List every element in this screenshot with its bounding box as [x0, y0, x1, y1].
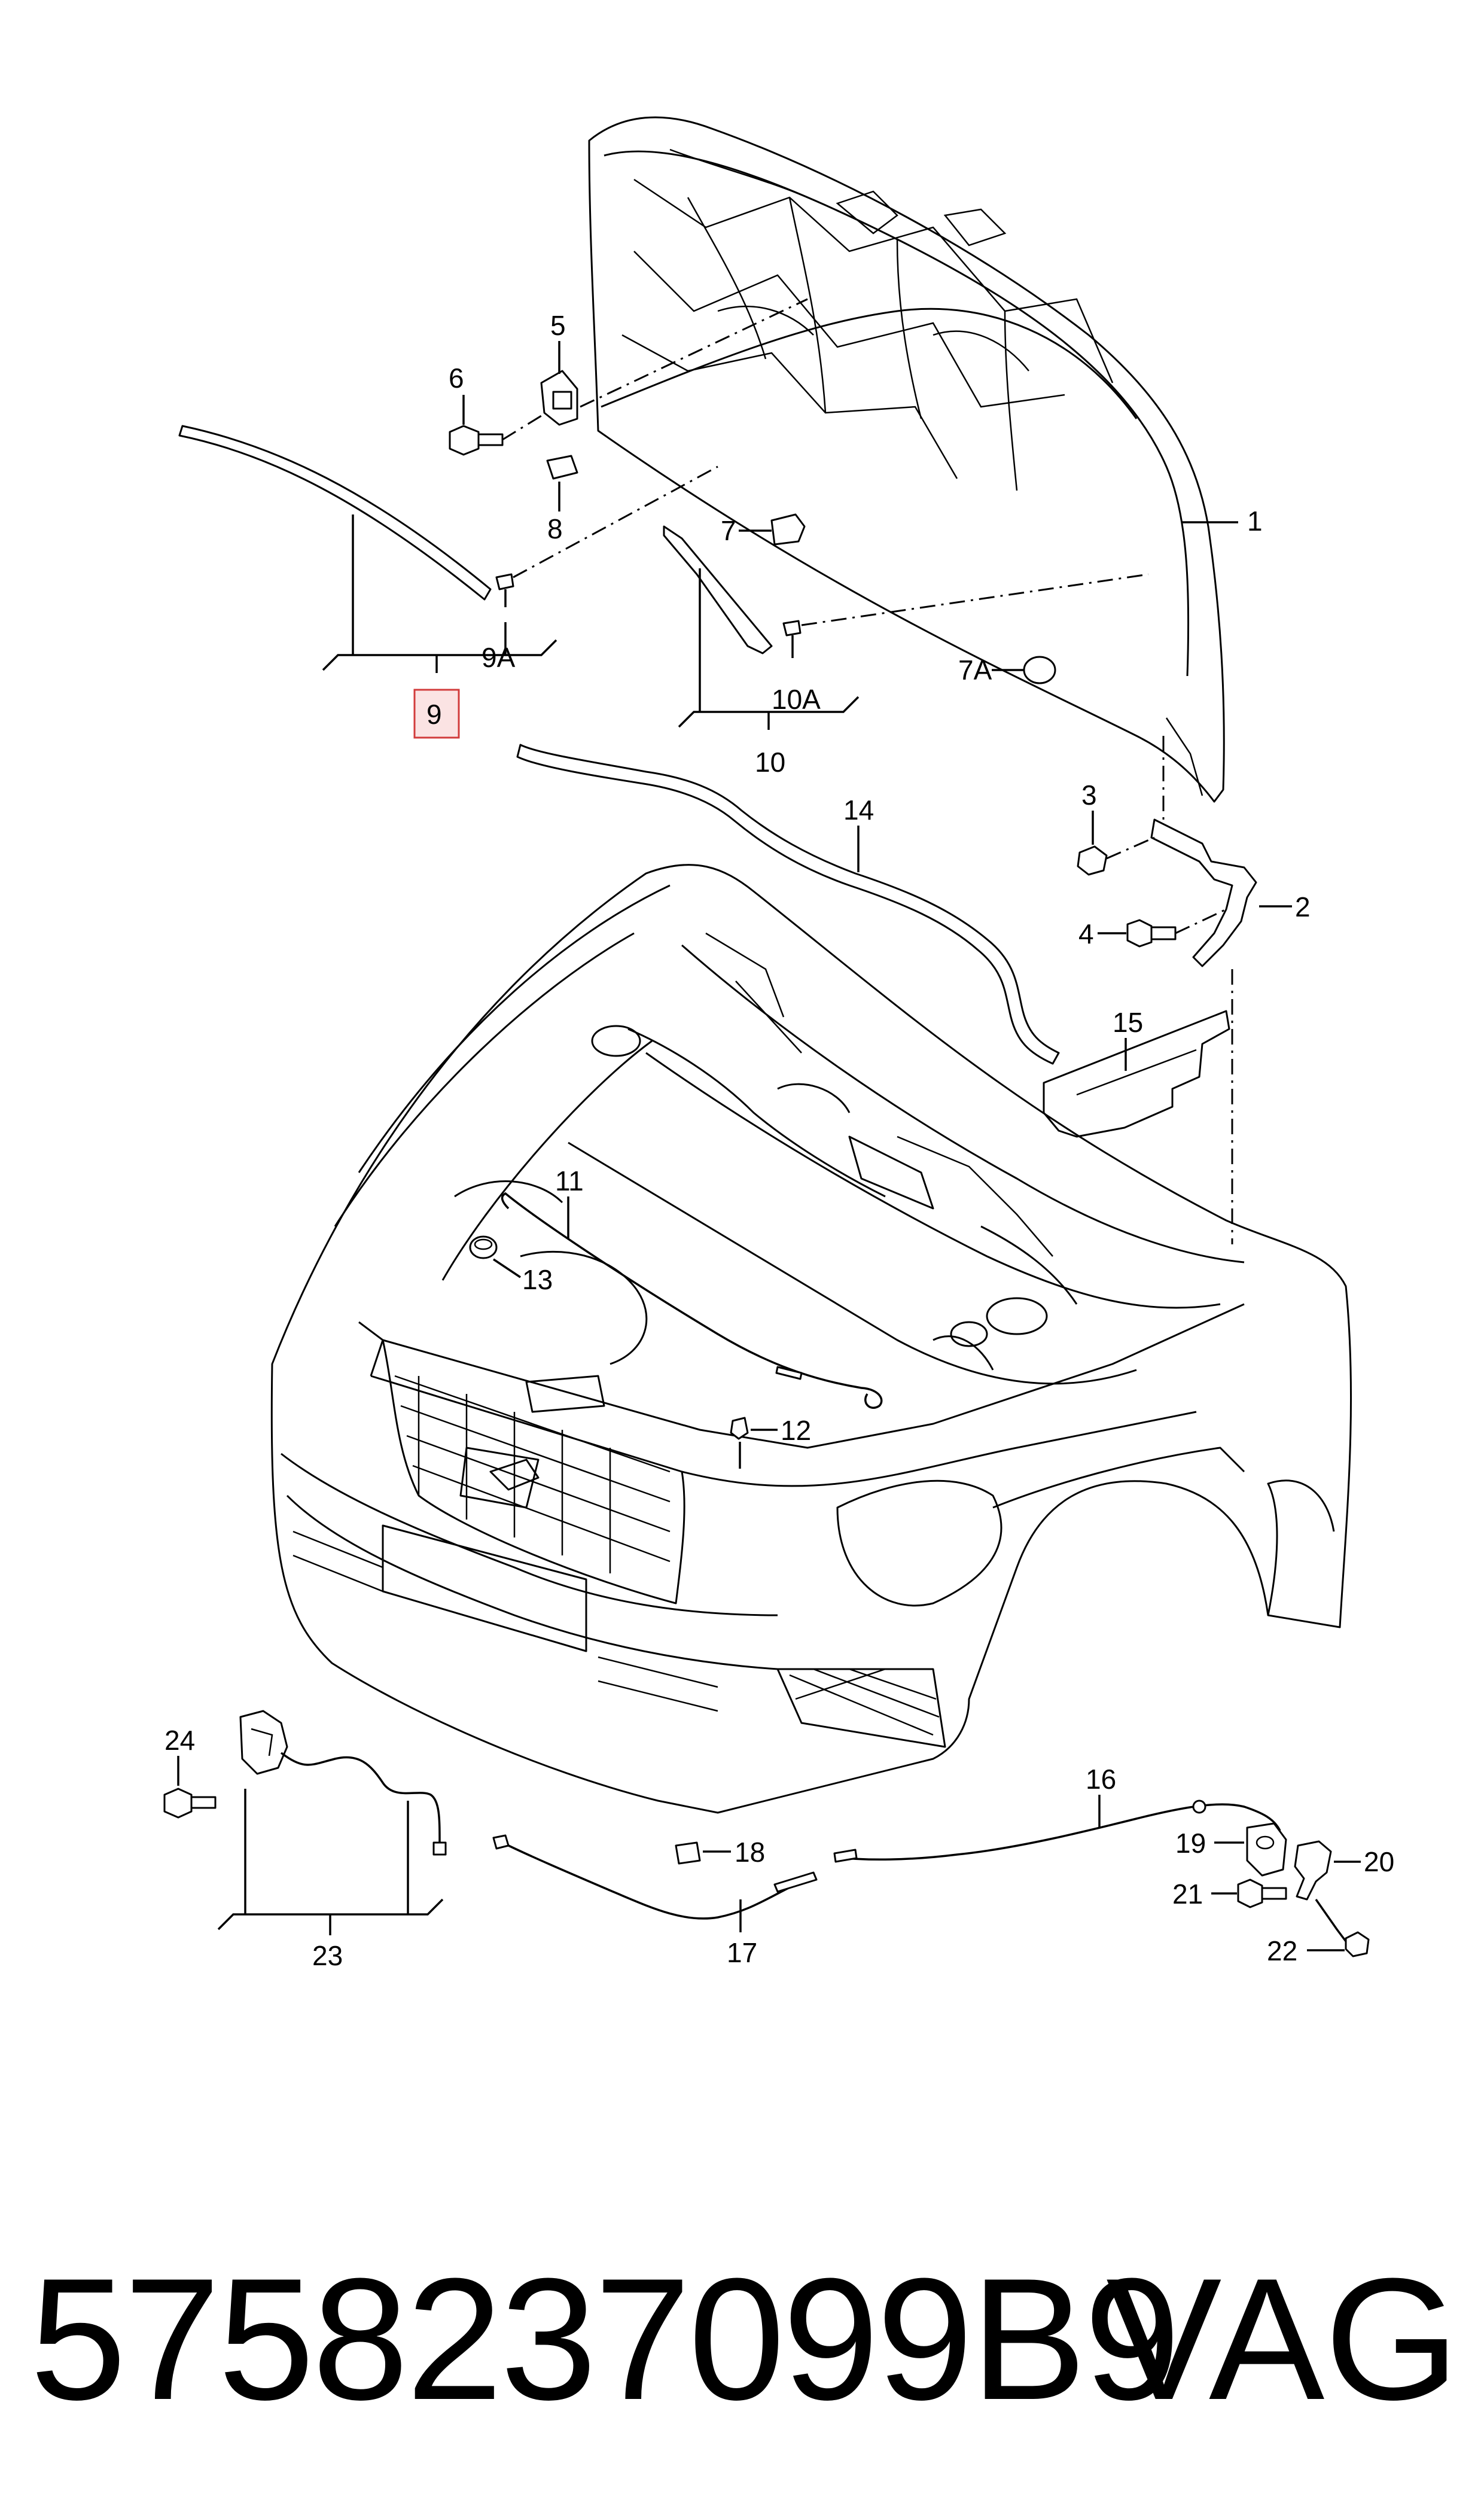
- callout-19: 19: [1175, 1828, 1206, 1859]
- grommet-13: [469, 1235, 498, 1259]
- bump-stop-8: [546, 455, 578, 480]
- callout-10: 10: [755, 747, 785, 778]
- callout-2: 2: [1295, 891, 1311, 922]
- callout-13: 13: [522, 1264, 553, 1295]
- callout-20: 20: [1364, 1846, 1394, 1877]
- hood-hinge-2: [1150, 818, 1257, 967]
- release-cable-11: [501, 1192, 883, 1409]
- hood-panel: [588, 116, 1225, 803]
- callout-23: 23: [312, 1940, 343, 1971]
- brand-name: VAG: [1106, 2242, 1459, 2436]
- callout-15: 15: [1113, 1007, 1143, 1038]
- callout-1: 1: [1247, 506, 1263, 537]
- clip-18: [675, 1841, 701, 1865]
- callout-24: 24: [164, 1725, 195, 1756]
- bolt-21: [1237, 1878, 1287, 1908]
- callout-6: 6: [449, 363, 464, 394]
- bolt-24: [163, 1788, 217, 1819]
- buffer-7a: [1023, 656, 1056, 684]
- hinge-bracket: [540, 370, 578, 426]
- cable-16: [833, 1800, 1281, 1863]
- bracket-20: [1294, 1840, 1332, 1901]
- callout-18: 18: [735, 1837, 765, 1868]
- hood-seal-strip-9: [178, 425, 492, 601]
- callout-10a: 10A: [772, 684, 821, 715]
- part-number-footer: 5758237099B9 VAG: [30, 2249, 1459, 2429]
- part-number: 5758237099B9: [30, 2242, 1181, 2436]
- callout-22: 22: [1267, 1935, 1297, 1966]
- strip-10: [663, 525, 773, 654]
- callout-9a: 9A: [482, 642, 516, 673]
- lever-19: [1246, 1822, 1287, 1877]
- callout-3: 3: [1081, 780, 1097, 811]
- callout-9-highlight: [413, 689, 460, 739]
- cable-17: [492, 1834, 818, 1920]
- clip-12: [730, 1417, 749, 1440]
- bolt-6: [449, 425, 504, 456]
- callout-11: 11: [555, 1165, 584, 1196]
- bracket-15: [1043, 1010, 1230, 1138]
- callout-14: 14: [843, 794, 874, 826]
- callout-16: 16: [1086, 1764, 1116, 1795]
- vehicle-front-body: [270, 864, 1352, 1814]
- callout-9: 9: [426, 699, 442, 730]
- callout-5: 5: [550, 310, 566, 341]
- hood-lock-23: [239, 1710, 447, 1856]
- buffer-7: [770, 513, 806, 546]
- callout-17: 17: [727, 1937, 757, 1968]
- callout-4: 4: [1078, 918, 1094, 949]
- callout-7a: 7A: [958, 654, 992, 686]
- clip-22: [1345, 1931, 1370, 1957]
- callout-12: 12: [781, 1415, 811, 1446]
- clip-9a: [495, 573, 514, 607]
- callout-8: 8: [547, 513, 563, 544]
- bolt-4: [1126, 919, 1177, 948]
- seal-14: [516, 744, 1060, 1065]
- callout-21: 21: [1172, 1878, 1203, 1910]
- clip-10a: [782, 620, 802, 658]
- nut-3: [1077, 845, 1108, 876]
- callout-7: 7: [721, 515, 736, 546]
